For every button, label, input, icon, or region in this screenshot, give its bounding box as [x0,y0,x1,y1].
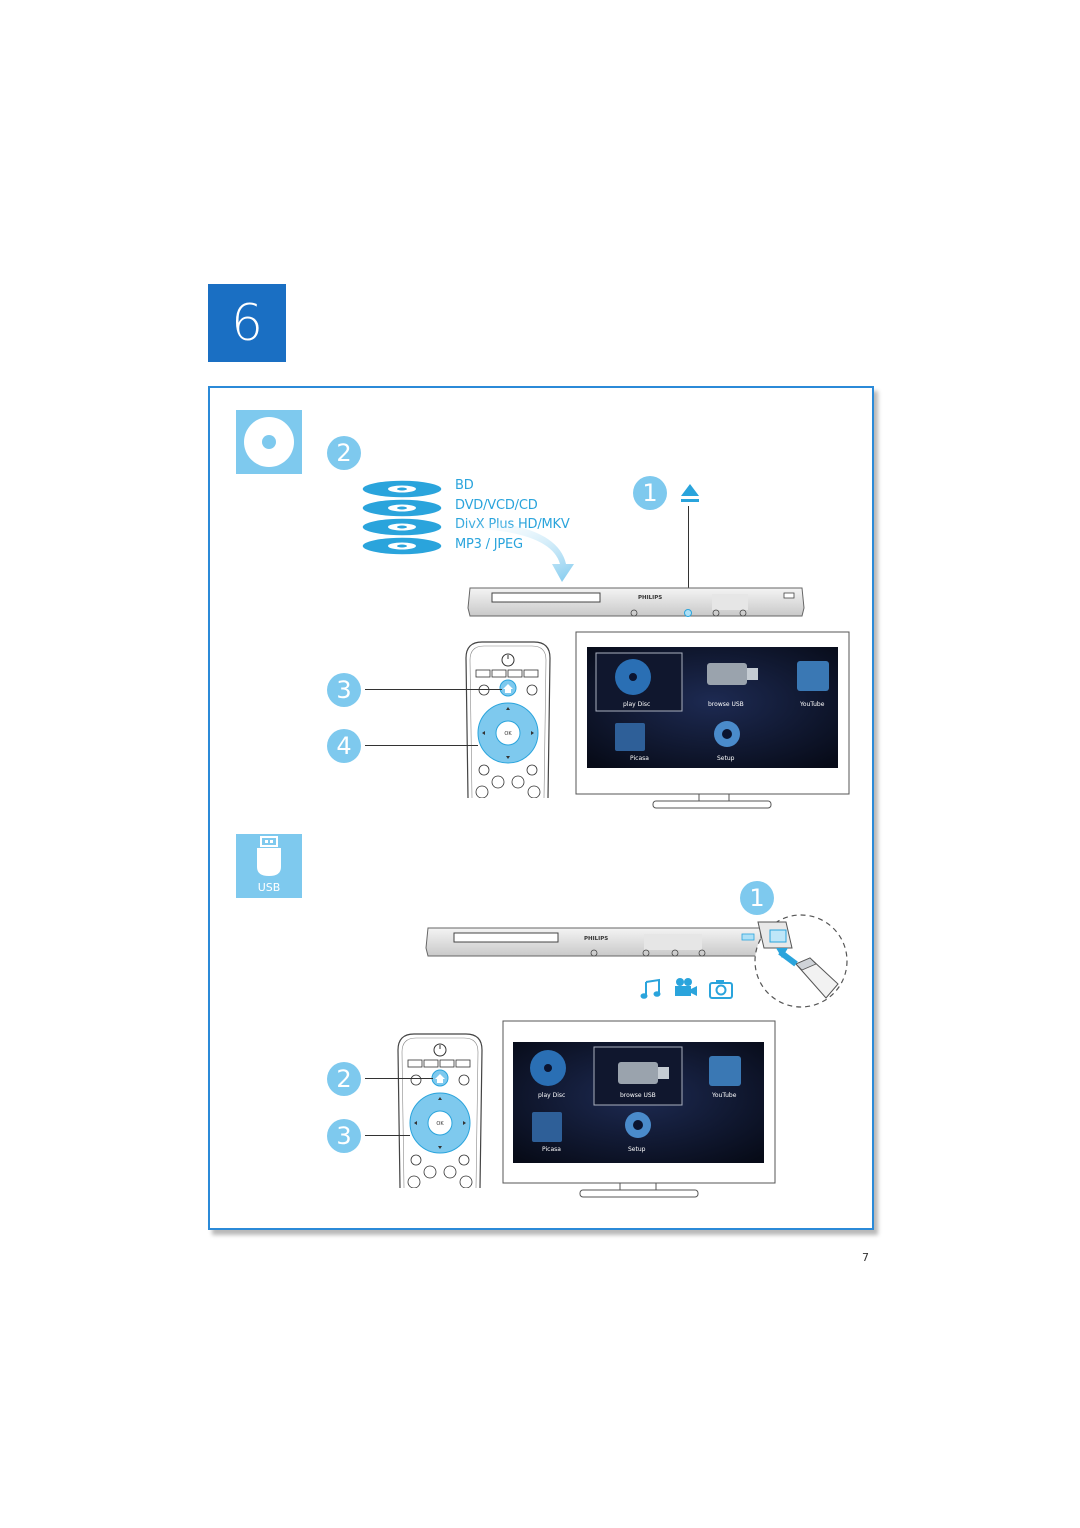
usb-plug-zoom [754,914,848,1008]
video-camera-icon [675,978,697,996]
disc-step-load: 2 [327,436,361,470]
disc-step-home: 3 [327,673,361,707]
remote-control-usb: OK [394,1032,486,1188]
photo-camera-icon [709,980,733,999]
navigate-pointer-line [365,745,478,746]
disc-stack-illustration [361,479,443,556]
tv-usb-menu-browse-usb: browse USB [620,1092,656,1099]
tv-menu-setup: Setup [717,755,735,762]
usb-icon [236,834,302,898]
insert-disc-arrow [450,520,574,582]
tv-usb-menu-play-disc: play Disc [538,1092,565,1099]
eject-icon [681,484,699,502]
eject-pointer-line [688,506,689,606]
usb-label: USB [257,881,281,894]
disc-type-dvd: DVD/VCD/CD [455,498,538,513]
tv-screen-disc: play Disc browse USB YouTube Picasa Setu… [575,631,850,811]
tv-usb-menu-setup: Setup [628,1146,646,1153]
ok-label-usb: OK [436,1121,444,1127]
music-icon [640,978,661,999]
ok-label: OK [504,731,512,737]
tv-usb-menu-picasa: Picasa [542,1146,561,1153]
tv-menu-browse-usb: browse USB [708,701,744,708]
blu-ray-player-usb: PHILIPS [424,926,764,960]
usb-step-connect: 1 [740,881,774,915]
player-usb-brand: PHILIPS [584,936,608,942]
usb-step-home: 2 [327,1062,361,1096]
home-pointer-line [365,689,502,690]
tv-screen-usb: play Disc browse USB YouTube Picasa Setu… [502,1020,776,1200]
step-number-badge: 6 [208,284,286,362]
player-brand: PHILIPS [638,595,662,601]
tv-menu-youtube: YouTube [799,701,825,708]
tv-usb-menu-youtube: YouTube [711,1092,737,1099]
page-number: 7 [862,1251,869,1264]
usb-navigate-pointer-line [365,1135,410,1136]
disc-step-navigate: 4 [327,729,361,763]
disc-type-mp3: MP3 / JPEG [455,537,523,552]
blu-ray-player: PHILIPS [466,586,806,620]
disc-step-eject: 1 [633,476,667,510]
remote-control: OK [462,640,554,798]
disc-type-bd: BD [455,478,474,493]
disc-icon [236,410,302,474]
usb-home-pointer-line [365,1078,433,1079]
tv-menu-play-disc: play Disc [623,701,650,708]
tv-menu-picasa: Picasa [630,755,649,762]
usb-step-navigate: 3 [327,1119,361,1153]
